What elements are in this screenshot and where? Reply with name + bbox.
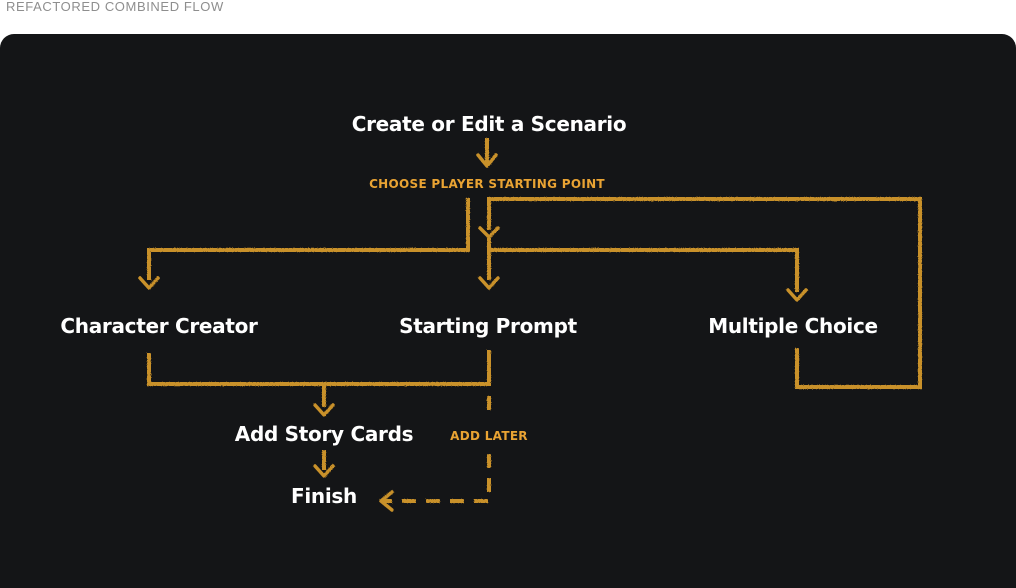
tag-add-later: ADD LATER bbox=[450, 429, 528, 443]
connector-to-character-creator bbox=[147, 198, 470, 280]
tag-choose-starting-point: CHOOSE PLAYER STARTING POINT bbox=[369, 177, 605, 191]
connector-merge bbox=[147, 353, 491, 386]
node-starting-prompt: Starting Prompt bbox=[399, 314, 577, 338]
page-label: REFACTORED COMBINED FLOW bbox=[6, 0, 224, 14]
connector-multiple-choice-loop bbox=[487, 197, 922, 389]
node-character-creator: Character Creator bbox=[60, 314, 258, 338]
arrow-down-icon bbox=[786, 288, 808, 302]
arrow-down-icon bbox=[478, 276, 500, 290]
arrow-left-icon bbox=[379, 490, 394, 512]
connectors bbox=[138, 138, 922, 512]
arrow-down-icon bbox=[476, 153, 498, 168]
node-multiple-choice: Multiple Choice bbox=[708, 314, 878, 338]
arrow-down-icon bbox=[313, 464, 335, 478]
node-create-or-edit: Create or Edit a Scenario bbox=[352, 112, 627, 136]
arrow-down-icon bbox=[313, 403, 335, 417]
connector-add-later-lower bbox=[382, 454, 491, 503]
arrow-down-icon bbox=[138, 276, 160, 290]
flow-diagram: Create or Edit a Scenario Character Crea… bbox=[60, 112, 922, 512]
node-add-story-cards: Add Story Cards bbox=[235, 422, 413, 446]
connector-to-multiple-choice bbox=[487, 248, 799, 292]
node-finish: Finish bbox=[291, 484, 357, 508]
flow-panel: Create or Edit a Scenario Character Crea… bbox=[0, 34, 1016, 588]
